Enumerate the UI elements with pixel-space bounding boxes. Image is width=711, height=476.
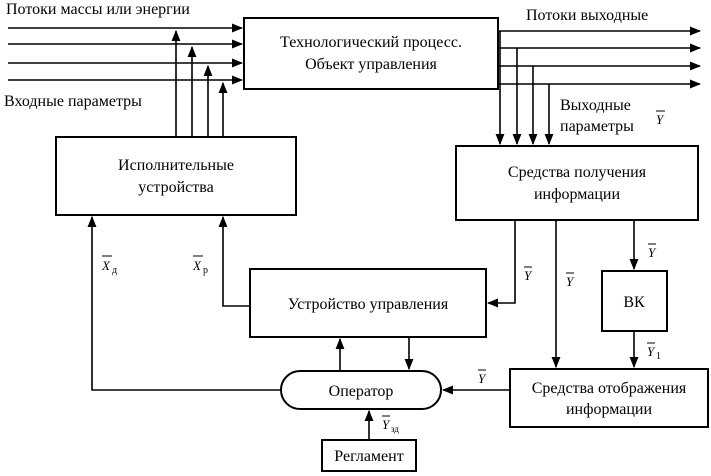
output-params-label-2: параметры	[560, 118, 634, 135]
flows-in-label: Потоки массы или энергии	[6, 1, 190, 18]
display-label-1: Средства отображения	[532, 380, 687, 397]
signal-y-display: Y	[566, 272, 575, 289]
display-box	[509, 368, 709, 428]
vk-label: ВК	[623, 294, 645, 311]
svg-text:Y: Y	[566, 274, 575, 289]
process-label-1: Технологический процесс.	[280, 34, 462, 51]
signal-y-vk: Y	[648, 243, 657, 260]
control-unit-label: Устройство управления	[288, 296, 449, 313]
output-params-arrows	[495, 31, 554, 146]
input-flow-arrows	[8, 23, 244, 85]
svg-text:д: д	[112, 265, 117, 276]
svg-text:Y: Y	[648, 245, 657, 260]
svg-text:р: р	[203, 265, 208, 276]
actuator-to-flow-arrows	[171, 29, 228, 136]
svg-text:зд: зд	[391, 424, 399, 434]
actuators-label-2: устройства	[138, 179, 213, 196]
input-params-label: Входные параметры	[4, 93, 142, 110]
signal-xr: X р	[192, 255, 208, 276]
svg-text:Y: Y	[478, 371, 487, 386]
flows-out-label: Потоки выходные	[526, 7, 648, 24]
signal-xd: X д	[101, 255, 117, 276]
info-to-control-arrow	[486, 220, 516, 308]
control-unit-box	[249, 268, 487, 338]
svg-text:Y: Y	[524, 268, 533, 283]
operator-label: Оператор	[329, 383, 394, 400]
signal-y-operator: Y	[478, 369, 487, 386]
svg-text:X: X	[101, 258, 111, 273]
process-box	[243, 17, 499, 90]
svg-text:X: X	[192, 258, 202, 273]
operator-to-actuators-arrow	[87, 215, 281, 391]
output-flow-arrows	[498, 26, 702, 89]
process-label-2: Объект управления	[305, 56, 437, 73]
info-acq-label-2: информации	[534, 186, 620, 203]
svg-text:1: 1	[656, 351, 661, 362]
info-acq-label-1: Средства получения	[508, 164, 647, 181]
svg-text:Y: Y	[647, 344, 656, 359]
signal-y-control: Y	[524, 266, 533, 283]
display-label-2: информации	[566, 401, 652, 418]
actuators-label-1: Исполнительные	[118, 157, 234, 174]
output-params-symbol: Y	[656, 112, 665, 127]
signal-yzd: Y зд	[382, 415, 399, 434]
signal-y1: Y 1	[647, 342, 661, 362]
svg-text:Y: Y	[382, 417, 391, 432]
control-to-actuators-arrow	[218, 215, 250, 307]
reglament-box	[321, 439, 417, 472]
info-acquisition-box	[455, 145, 699, 221]
actuators-box	[55, 136, 297, 216]
reglament-label: Регламент	[334, 448, 403, 465]
output-params-label-1: Выходные	[560, 97, 631, 114]
